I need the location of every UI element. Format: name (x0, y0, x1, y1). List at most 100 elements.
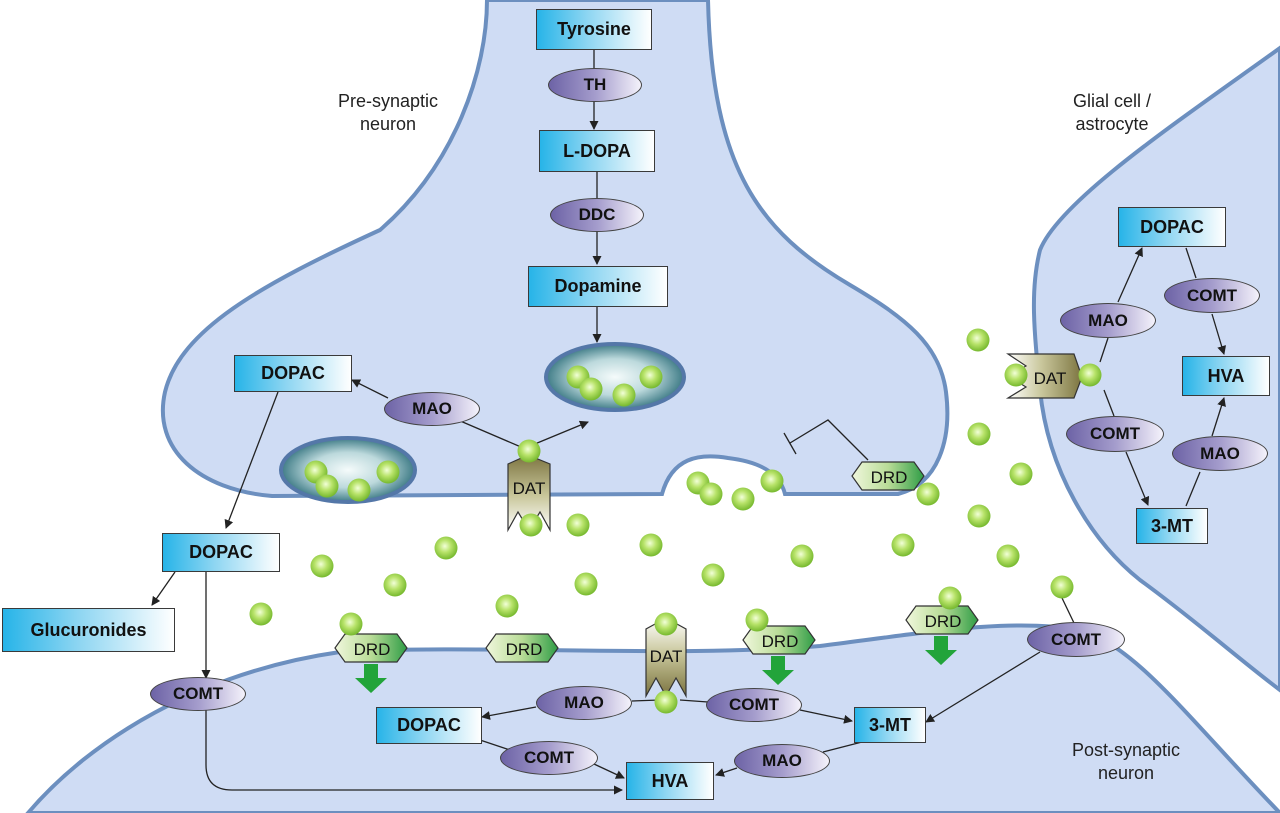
dat-glial-label: DAT (1034, 369, 1067, 388)
dopamine-molecule (339, 612, 363, 636)
enzyme-ddc: DDC (550, 198, 644, 232)
dopamine-molecule (699, 482, 723, 506)
metabolite-3mt-postsynaptic: 3-MT (854, 707, 926, 743)
dopamine-molecule (891, 533, 915, 557)
dopamine-molecule (517, 439, 541, 463)
dopamine-molecule (760, 469, 784, 493)
arrow-mao-dopac (351, 379, 389, 399)
dopamine-molecule (1004, 363, 1028, 387)
dopamine-molecule (790, 544, 814, 568)
dopamine-molecule (639, 533, 663, 557)
line-dat-mao-glia (1099, 337, 1109, 363)
arrow-comt-3mt-glia (1125, 451, 1150, 506)
line-dopac-comt-post (479, 739, 511, 751)
dopamine-molecule (612, 383, 636, 407)
dopamine-molecule (1078, 363, 1102, 387)
drd-receptor-postsynaptic-1: DRD (334, 633, 408, 693)
arrow-mao-dopac-glia (1117, 247, 1143, 303)
metabolite-3mt-glial: 3-MT (1136, 508, 1208, 544)
enzyme-mao-presynaptic: MAO (384, 392, 480, 426)
dopamine-molecule (495, 594, 519, 618)
dat-presynaptic-label: DAT (513, 479, 546, 498)
dopamine-molecule (967, 504, 991, 528)
enzyme-th: TH (548, 68, 642, 102)
dat-postsynaptic-label: DAT (650, 647, 683, 666)
dopamine-molecule (383, 573, 407, 597)
presynaptic-label: Pre-synaptic neuron (306, 90, 470, 136)
metabolite-tyrosine: Tyrosine (536, 9, 652, 50)
enzyme-comt-postsynaptic-1: COMT (706, 688, 802, 722)
drd-autoreceptor-inhibition (789, 419, 869, 461)
dopamine-molecule (579, 377, 603, 401)
dopamine-molecule (745, 608, 769, 632)
presynaptic-neuron-membrane (161, 0, 950, 499)
dopamine-molecule (574, 572, 598, 596)
dopamine-molecule (966, 328, 990, 352)
arrow-mao-hva-post (715, 767, 738, 777)
drd-post-2-label: DRD (506, 640, 543, 659)
line-dopamine-comt-right (1061, 597, 1075, 624)
metabolite-hva-glial: HVA (1182, 356, 1270, 396)
line-3mt-mao-post (822, 741, 863, 753)
line-dat-comt-glia (1103, 389, 1115, 417)
arrow-comt-hva-glia (1211, 313, 1227, 355)
glial-label: Glial cell / astrocyte (1038, 90, 1186, 136)
drd-post-1-label: DRD (354, 640, 391, 659)
metabolite-glucuronides: Glucuronides (2, 608, 175, 652)
dat-transporter-glial: DAT (1005, 353, 1083, 399)
line-dat-comt-post (679, 699, 709, 703)
dopamine-molecule (249, 602, 273, 626)
drd-post-4-label: DRD (925, 612, 962, 631)
dopamine-molecule (434, 536, 458, 560)
arrow-comt-3mt-right (925, 651, 1041, 723)
dopamine-molecule (315, 474, 339, 498)
enzyme-comt-postsynaptic-2: COMT (500, 741, 598, 775)
enzyme-comt-glial-1: COMT (1164, 278, 1260, 313)
arrow-comt-3mt-post (799, 709, 853, 724)
arrow-mao-dopac-post (481, 706, 537, 720)
arrow-comt-hva (205, 710, 623, 795)
metabolite-dopamine: Dopamine (528, 266, 668, 307)
enzyme-mao-glial-1: MAO (1060, 303, 1156, 338)
arrow-dopac-dopac (224, 391, 279, 529)
enzyme-mao-postsynaptic-1: MAO (536, 686, 632, 720)
postsynaptic-label-text: Post-synaptic neuron (1071, 740, 1181, 783)
dopamine-molecule (701, 563, 725, 587)
metabolite-ldopa: L-DOPA (539, 130, 655, 172)
glial-label-text: Glial cell / astrocyte (1072, 91, 1152, 134)
drd-receptor-autoreceptor: DRD (851, 461, 925, 491)
enzyme-mao-glial-2: MAO (1172, 436, 1268, 471)
enzyme-mao-postsynaptic-2: MAO (734, 744, 830, 778)
dopamine-molecule (654, 612, 678, 636)
dopamine-molecule (731, 487, 755, 511)
dopamine-molecule (654, 690, 678, 714)
drd-receptor-postsynaptic-2: DRD (485, 633, 559, 663)
line-dat-mao (457, 419, 529, 451)
dat-transporter-postsynaptic: DAT (645, 617, 687, 699)
arrow-mao-hva-glia (1211, 397, 1226, 437)
inhibition-bar (783, 432, 797, 455)
enzyme-comt-right: COMT (1027, 622, 1125, 657)
dopamine-molecule (376, 460, 400, 484)
line-3mt-mao-glia (1185, 471, 1201, 507)
metabolite-dopac-postsynaptic: DOPAC (376, 707, 482, 744)
enzyme-comt-left: COMT (150, 677, 246, 711)
drd-receptor-postsynaptic-4: DRD (905, 605, 979, 665)
enzyme-comt-glial-2: COMT (1066, 416, 1164, 452)
metabolite-dopac-presynaptic: DOPAC (234, 355, 352, 392)
dopamine-molecule (996, 544, 1020, 568)
dat-transporter-presynaptic: DAT (507, 454, 551, 533)
dopamine-molecule (566, 513, 590, 537)
postsynaptic-label: Post-synaptic neuron (1040, 739, 1212, 785)
metabolite-dopac-glial: DOPAC (1118, 207, 1226, 247)
dopamine-molecule (519, 513, 543, 537)
dopamine-molecule (347, 478, 371, 502)
drd-post-3-label: DRD (762, 632, 799, 651)
drd-receptor-postsynaptic-3: DRD (742, 625, 816, 685)
dopamine-molecule (967, 422, 991, 446)
dopamine-molecules (249, 328, 1102, 714)
dopamine-molecule (310, 554, 334, 578)
arrow-comt-hva-post (593, 763, 625, 779)
synaptic-vesicle (279, 436, 417, 504)
